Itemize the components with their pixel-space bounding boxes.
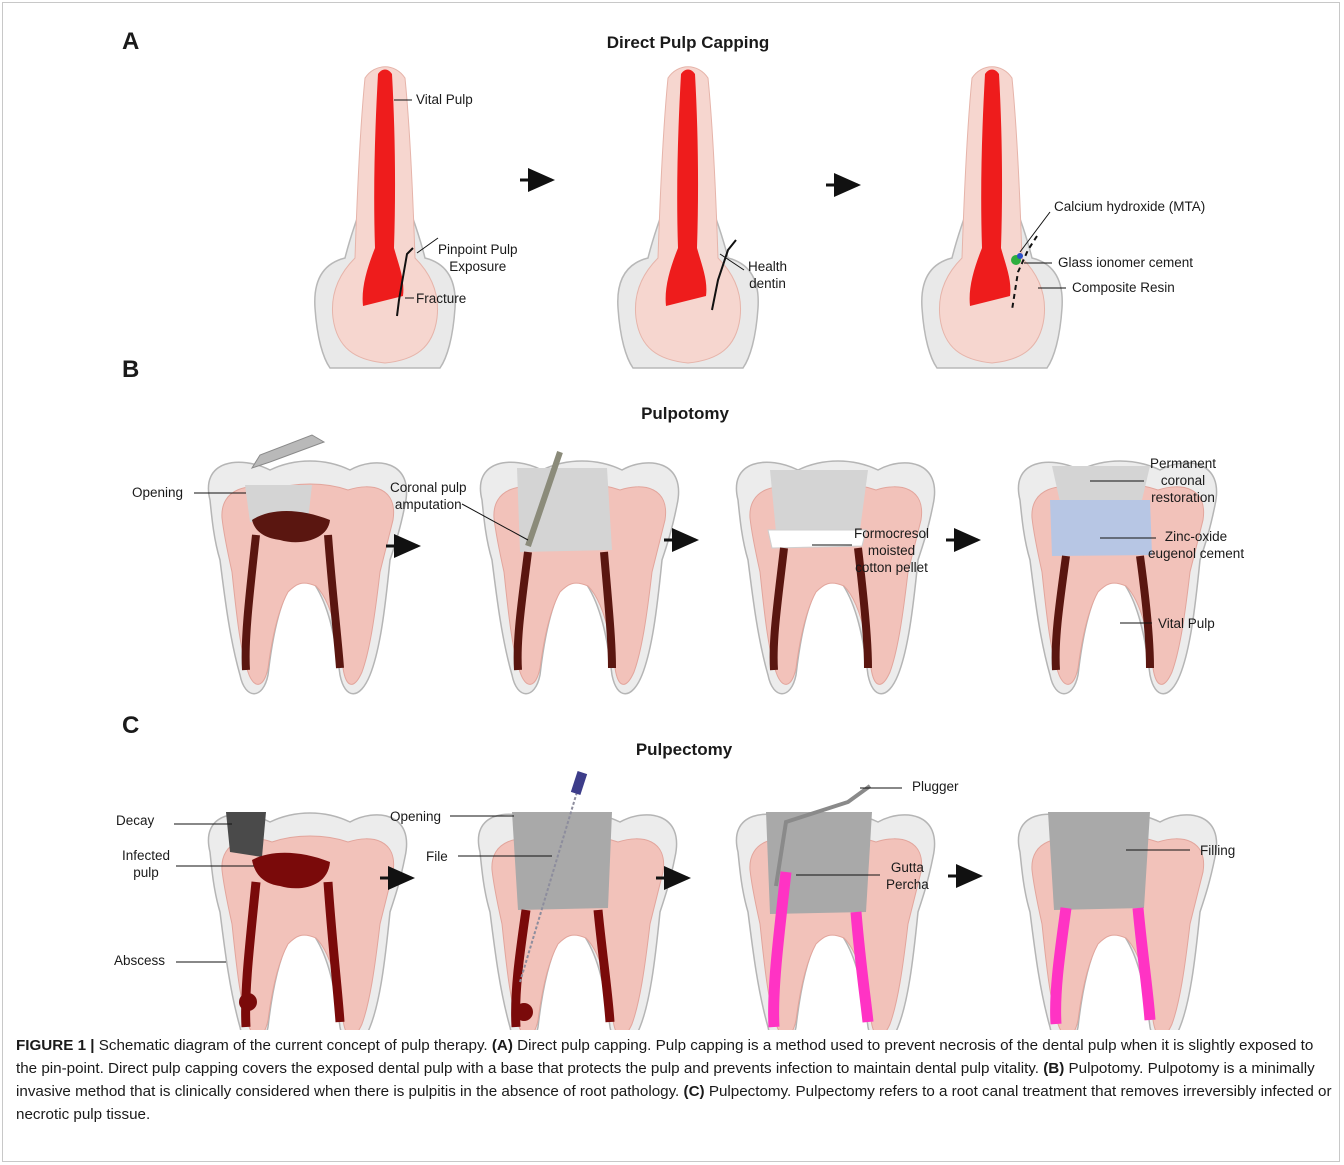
panel-letter-c: C: [122, 712, 139, 740]
label-perm-line-3: restoration: [1150, 489, 1216, 506]
molar-c1: [208, 812, 406, 1030]
diagram-illustrations: [0, 0, 1344, 1030]
label-coronal-line-2: amputation: [390, 496, 467, 513]
label-file: File: [426, 848, 448, 865]
label-health-dentin: Health dentin: [748, 258, 787, 292]
label-infected-line-2: pulp: [122, 864, 170, 881]
caption-c-tag: (C): [684, 1083, 705, 1100]
label-opening-b: Opening: [132, 484, 183, 501]
label-pinpoint-line-2: Exposure: [438, 258, 518, 275]
label-plugger: Plugger: [912, 778, 959, 795]
molar-b2: [480, 452, 678, 694]
caption-intro: Schematic diagram of the current concept…: [95, 1037, 492, 1054]
label-glass-ionomer: Glass ionomer cement: [1058, 254, 1193, 271]
label-filling: Filling: [1200, 842, 1235, 859]
label-decay: Decay: [116, 812, 154, 829]
label-formo-line-3: cotton pellet: [854, 559, 929, 576]
label-pinpoint-line-1: Pinpoint Pulp: [438, 241, 518, 258]
incisor-a3: [922, 67, 1062, 368]
label-zinc-oxide: Zinc-oxide eugenol cement: [1148, 528, 1244, 562]
panel-title-b: Pulpotomy: [641, 404, 729, 424]
panel-letter-a: A: [122, 28, 139, 56]
label-infected-line-1: Infected: [122, 847, 170, 864]
label-calcium-hydroxide: Calcium hydroxide (MTA): [1054, 198, 1205, 215]
label-vital-pulp-b: Vital Pulp: [1158, 615, 1215, 632]
incisor-a2: [618, 67, 758, 368]
panel-letter-b: B: [122, 356, 139, 384]
label-fracture: Fracture: [416, 290, 466, 307]
label-zinc-line-2: eugenol cement: [1148, 545, 1244, 562]
label-gutta-percha: Gutta Percha: [886, 859, 929, 893]
caption-a-tag: (A): [492, 1037, 513, 1054]
panel-title-a: Direct Pulp Capping: [607, 33, 769, 53]
label-coronal-line-1: Coronal pulp: [390, 479, 467, 496]
label-gutta-line-1: Gutta: [886, 859, 929, 876]
label-perm-line-1: Permanent: [1150, 455, 1216, 472]
molar-c4: [1018, 812, 1216, 1030]
molar-b3: [736, 461, 934, 694]
incisor-a1: [315, 67, 455, 368]
label-abscess: Abscess: [114, 952, 165, 969]
label-opening-c: Opening: [390, 808, 441, 825]
caption-b-tag: (B): [1043, 1060, 1064, 1077]
label-coronal-pulp-amputation: Coronal pulp amputation: [390, 479, 467, 513]
label-formocresol: Formocresol moisted cotton pellet: [854, 525, 929, 576]
molar-b1: [208, 435, 406, 694]
panel-title-c: Pulpectomy: [636, 740, 732, 760]
label-vital-pulp-a: Vital Pulp: [416, 91, 473, 108]
label-health-line-1: Health: [748, 258, 787, 275]
caption-figure-label: FIGURE 1 |: [16, 1037, 95, 1054]
label-formo-line-2: moisted: [854, 542, 929, 559]
molar-c3: [736, 786, 934, 1030]
label-health-line-2: dentin: [748, 275, 787, 292]
label-gutta-line-2: Percha: [886, 876, 929, 893]
label-zinc-line-1: Zinc-oxide: [1148, 528, 1244, 545]
label-composite-resin: Composite Resin: [1072, 279, 1175, 296]
label-permanent-coronal-restoration: Permanent coronal restoration: [1150, 455, 1216, 506]
label-infected-pulp: Infected pulp: [122, 847, 170, 881]
label-formo-line-1: Formocresol: [854, 525, 929, 542]
label-perm-line-2: coronal: [1150, 472, 1216, 489]
figure-caption: FIGURE 1 | Schematic diagram of the curr…: [16, 1034, 1332, 1126]
molar-c2: [478, 771, 676, 1030]
label-pinpoint-exposure: Pinpoint Pulp Exposure: [438, 241, 518, 275]
